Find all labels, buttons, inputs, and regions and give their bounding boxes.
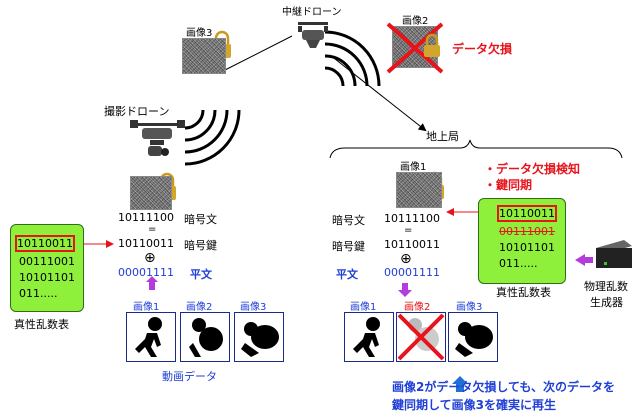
blue-up-arrow (452, 376, 468, 392)
right-frame-caption-2: 画像2 (404, 302, 431, 313)
right-scroll-line-0: 10110011 (497, 205, 557, 222)
left-scroll-caption: 真性乱数表 (14, 318, 69, 331)
runner-figure-icon (135, 317, 162, 357)
data-loss-label: データ欠損 (452, 42, 513, 56)
encrypted-image-left (130, 176, 172, 210)
left-key-bits: 10110011 (118, 237, 174, 250)
left-frame-caption-3: 画像3 (240, 302, 267, 313)
link-line (224, 35, 293, 71)
right-key-bits: 10110011 (384, 238, 440, 251)
runner-bag-icon (189, 318, 223, 357)
left-scroll-line-0: 10110011 (15, 235, 75, 252)
left-scroll-line-2: 10101101 (19, 271, 75, 284)
left-cipher-label: 暗号文 (184, 213, 217, 226)
ground-station-label: 地上局 (426, 130, 459, 143)
right-plain-bits: 00001111 (384, 266, 440, 279)
left-frame-caption-2: 画像2 (186, 302, 213, 313)
right-frame-2 (396, 312, 446, 362)
left-frame-2 (180, 312, 230, 362)
runner-crouch-icon (241, 322, 279, 357)
purple-arrows (146, 254, 593, 297)
rng-device-label-2: 生成器 (590, 296, 623, 309)
image1-caption: 画像1 (400, 162, 427, 173)
right-scroll-line-3: 011..... (499, 257, 538, 270)
left-xor: ⊕ (144, 250, 156, 266)
runner-figure-icon (353, 317, 380, 357)
image3-noise (182, 38, 226, 74)
note-key-sync: ・鍵同期 (484, 178, 533, 192)
left-plain-bits: 00001111 (118, 266, 174, 279)
footer-line-2: 鍵同期して画像3を確実に再生 (392, 398, 556, 412)
left-frame-caption-1: 画像1 (133, 302, 160, 313)
image2-noise (392, 26, 438, 68)
runner-crouch-icon (455, 322, 493, 357)
right-key-label: 暗号鍵 (332, 240, 365, 253)
left-scroll-line-3: 011..... (19, 287, 58, 300)
camera-drone-icon (130, 120, 185, 156)
right-scroll-caption: 真性乱数表 (496, 286, 551, 299)
relay-drone-label: 中継ドローン (282, 7, 342, 18)
left-random-table: 10110011 00111001 10101101 011..... (10, 224, 84, 312)
left-scroll-line-1: 00111001 (19, 255, 75, 268)
right-scroll-line-1: 00111001 (499, 225, 555, 238)
right-frame-1 (344, 312, 394, 362)
left-frame-3 (234, 312, 284, 362)
left-equals: = (148, 224, 157, 235)
physical-rng-device-icon (596, 240, 632, 268)
right-equals: = (404, 225, 413, 236)
right-scroll-line-2: 10101101 (499, 241, 555, 254)
image2-caption: 画像2 (402, 16, 429, 27)
right-plain-label: 平文 (336, 268, 358, 281)
right-random-table: 10110011 00111001 10101101 011..... (478, 198, 566, 284)
left-frame-1 (126, 312, 176, 362)
image3-caption: 画像3 (186, 28, 213, 39)
right-frame-3 (448, 312, 498, 362)
right-cipher-bits: 10111100 (384, 212, 440, 225)
ground-station-bracket (329, 139, 623, 159)
relay-drone-waves (324, 30, 381, 87)
right-frame-caption-1: 画像1 (350, 302, 377, 313)
rng-device-label-1: 物理乱数 (584, 280, 628, 293)
left-plain-label: 平文 (190, 268, 212, 281)
video-data-label: 動画データ (162, 370, 217, 383)
camera-drone-waves (184, 109, 241, 166)
lost-frame-icon (397, 313, 445, 361)
right-cipher-label: 暗号文 (332, 214, 365, 227)
camera-drone-label: 撮影ドローン (104, 105, 170, 118)
left-key-label: 暗号鍵 (184, 239, 217, 252)
left-cipher-bits: 10111100 (118, 211, 174, 224)
relay-drone-icon (298, 22, 328, 48)
note-loss-detect: ・データ欠損検知 (484, 162, 581, 176)
right-frame-caption-3: 画像3 (456, 302, 483, 313)
footer-line-1: 画像2がデータ欠損しても、次のデータを (392, 380, 616, 394)
image1-noise (396, 172, 442, 208)
right-xor: ⊕ (400, 251, 412, 267)
link-arrow (329, 54, 427, 132)
